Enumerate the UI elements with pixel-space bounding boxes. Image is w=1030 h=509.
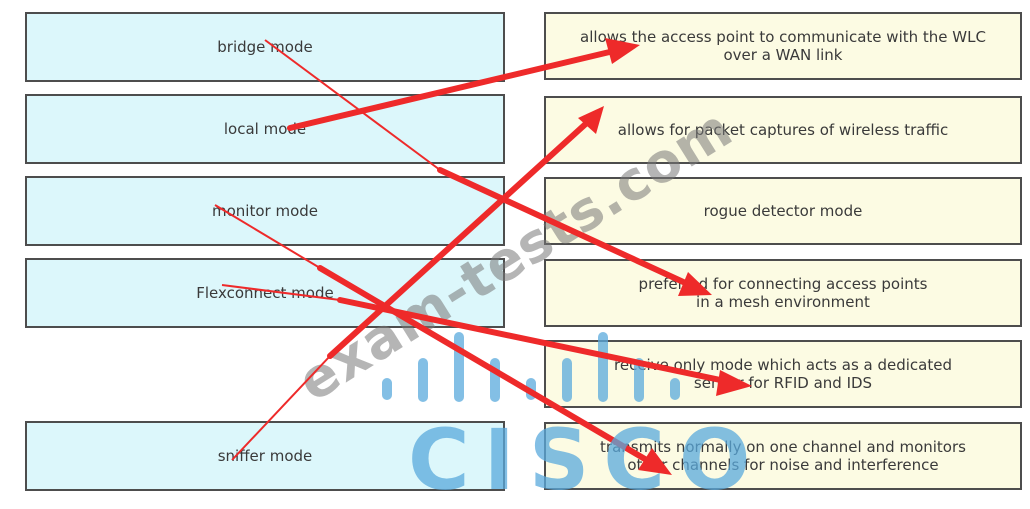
right-item-label: preferred for connecting access points i… xyxy=(638,275,928,311)
left-item-monitor-mode[interactable]: monitor mode xyxy=(25,176,505,246)
right-item-packet-capture[interactable]: allows for packet captures of wireless t… xyxy=(544,96,1022,164)
right-item-receive-only[interactable]: receive only mode which acts as a dedica… xyxy=(544,340,1022,408)
logo-bar xyxy=(526,378,536,400)
right-item-label: rogue detector mode xyxy=(703,202,863,220)
right-item-wan-link[interactable]: allows the access point to communicate w… xyxy=(544,12,1022,80)
left-item-label: monitor mode xyxy=(212,202,318,220)
logo-bar xyxy=(454,332,464,402)
right-item-label: allows for packet captures of wireless t… xyxy=(617,121,949,139)
left-item-label: bridge mode xyxy=(217,38,313,56)
logo-bar xyxy=(382,378,392,400)
right-item-label: receive only mode which acts as a dedica… xyxy=(614,356,952,392)
left-item-local-mode[interactable]: local mode xyxy=(25,94,505,164)
logo-bar xyxy=(418,358,428,402)
left-item-label: local mode xyxy=(223,120,307,138)
left-item-bridge-mode[interactable]: bridge mode xyxy=(25,12,505,82)
left-item-label: Flexconnect mode xyxy=(196,284,334,302)
cisco-logo-word: CISCO xyxy=(408,411,765,509)
left-item-label: sniffer mode xyxy=(217,447,313,465)
right-item-label: transmits normally on one channel and mo… xyxy=(600,438,966,474)
right-item-mesh[interactable]: preferred for connecting access points i… xyxy=(544,259,1022,327)
logo-bar xyxy=(490,358,500,402)
right-item-label: allows the access point to communicate w… xyxy=(580,28,986,64)
